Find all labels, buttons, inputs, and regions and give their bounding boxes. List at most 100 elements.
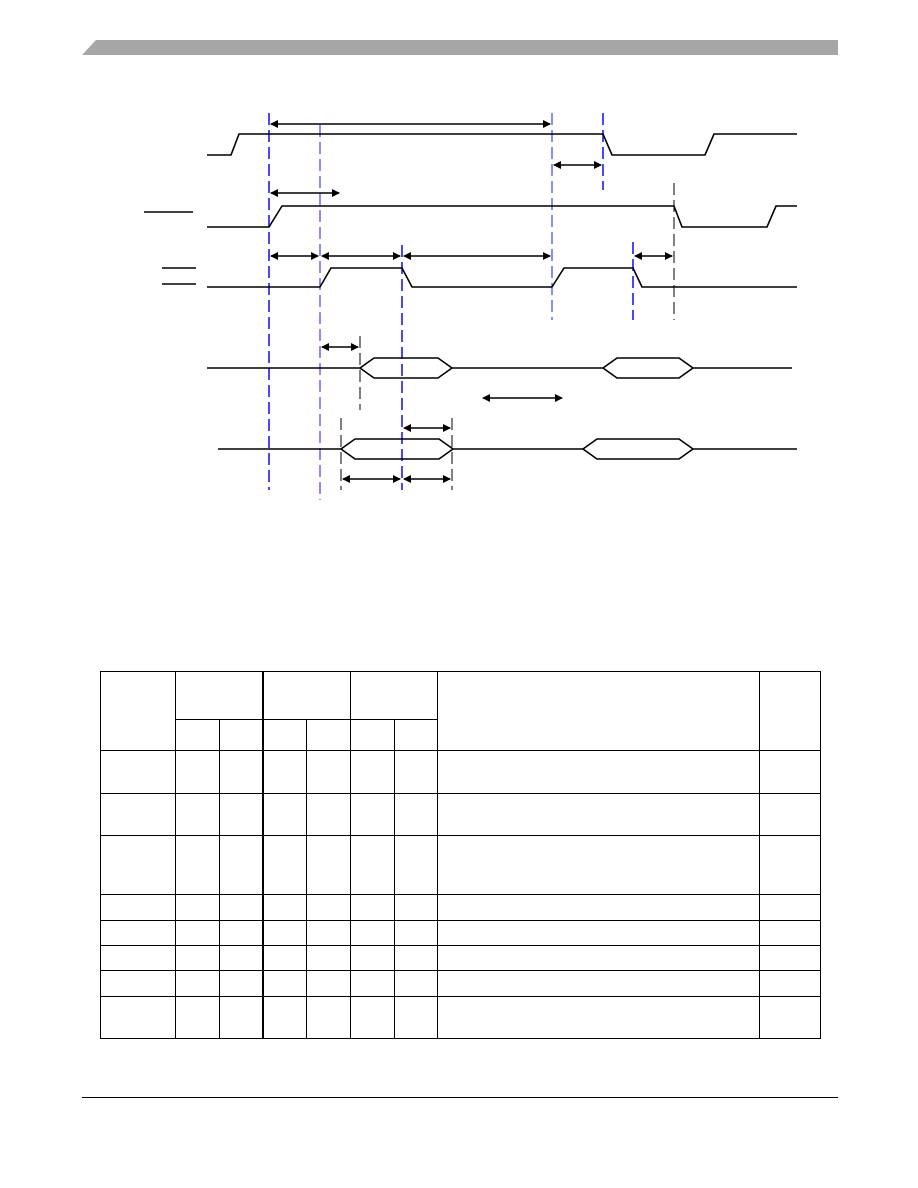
table-cell [350,919,395,946]
table-cell [175,919,220,946]
table-cell [261,969,307,997]
table-cell [437,750,760,795]
header-cell [350,670,438,721]
table-row [100,793,821,837]
table-cell [261,793,307,837]
table-row [100,919,821,946]
table-cell [175,793,220,837]
subheader-cell [306,719,351,752]
table-cell [219,944,263,971]
table-cell [437,893,760,921]
table-cell [100,919,176,946]
table-cell [394,750,438,795]
table-cell [100,969,176,997]
signal-data-in-bus-1 [339,438,455,460]
signal-data-out-bus-1 [358,357,454,379]
table-cell [350,793,395,837]
table-cell [306,969,351,997]
header-cell [175,670,263,721]
table-cell [175,750,220,795]
table-cell [437,969,760,997]
table-cell [219,893,263,921]
table-subheader-row [101,719,821,752]
guide-lines-black [340,183,675,490]
table-cell [350,944,395,971]
table-row [100,893,821,921]
table-cell [100,893,176,921]
table-cell [394,919,438,946]
subheader-cell [350,719,395,752]
table-cell [100,835,176,895]
subheader-cell [261,719,307,752]
table-cell [394,969,438,997]
table-cell [394,793,438,837]
table-cell [437,835,760,895]
table-cell [175,995,220,1040]
subheader-cell [175,719,220,752]
subheader-cell [394,719,438,752]
table-cell [306,919,351,946]
table-cell [175,893,220,921]
signal-enable [207,267,797,288]
table-row [100,750,821,795]
table-cell [261,893,307,921]
table-cell [261,750,307,795]
table-cell [394,835,438,895]
table-cell [219,835,263,895]
table-cell [759,750,821,795]
table-cell [394,995,438,1040]
table-cell [175,944,220,971]
header-cell [261,670,351,721]
table-cell [350,750,395,795]
subheader-cell [219,719,263,752]
table-cell [306,750,351,795]
table-cell [759,793,821,837]
table-cell [350,995,395,1040]
table-cell [219,995,263,1040]
table-cell [100,750,176,795]
signal-data-out-bus-2 [601,357,695,379]
waveforms [207,133,797,460]
table-cell [437,944,760,971]
table-cell [100,793,176,837]
table-cell [306,995,351,1040]
table-cell [219,750,263,795]
table-cell [759,835,821,895]
guide-lines [268,113,634,490]
table-cell [306,835,351,895]
table-cell [759,995,821,1040]
table-cell [306,793,351,837]
header-bar [82,40,838,55]
table-cell [261,995,307,1040]
signal-strobe [207,205,797,228]
table-cell [759,919,821,946]
table-row [100,835,821,895]
timing-spec-table [100,670,821,1040]
table-cell [350,969,395,997]
table-cell [350,835,395,895]
signal-clock [207,133,797,156]
header-cell [759,670,821,752]
header-bar-shape [82,40,838,55]
table-cell [100,944,176,971]
table-cell [759,893,821,921]
table-cell [100,995,176,1040]
header-cell [100,670,176,752]
table-cell [219,793,263,837]
table-cell [394,944,438,971]
table-cell [175,969,220,997]
table-cell [350,893,395,921]
table-row [100,995,821,1040]
table-cell [175,835,220,895]
table-cell [261,944,307,971]
table-cell [219,919,263,946]
table-header-row [100,670,821,752]
table-cell [306,893,351,921]
table-cell [261,835,307,895]
header-cell [437,670,760,752]
table-row [100,969,821,997]
table-cell [437,919,760,946]
footer-rule [82,1097,838,1098]
table-row [100,944,821,971]
signal-data-in-bus-2 [581,438,695,460]
